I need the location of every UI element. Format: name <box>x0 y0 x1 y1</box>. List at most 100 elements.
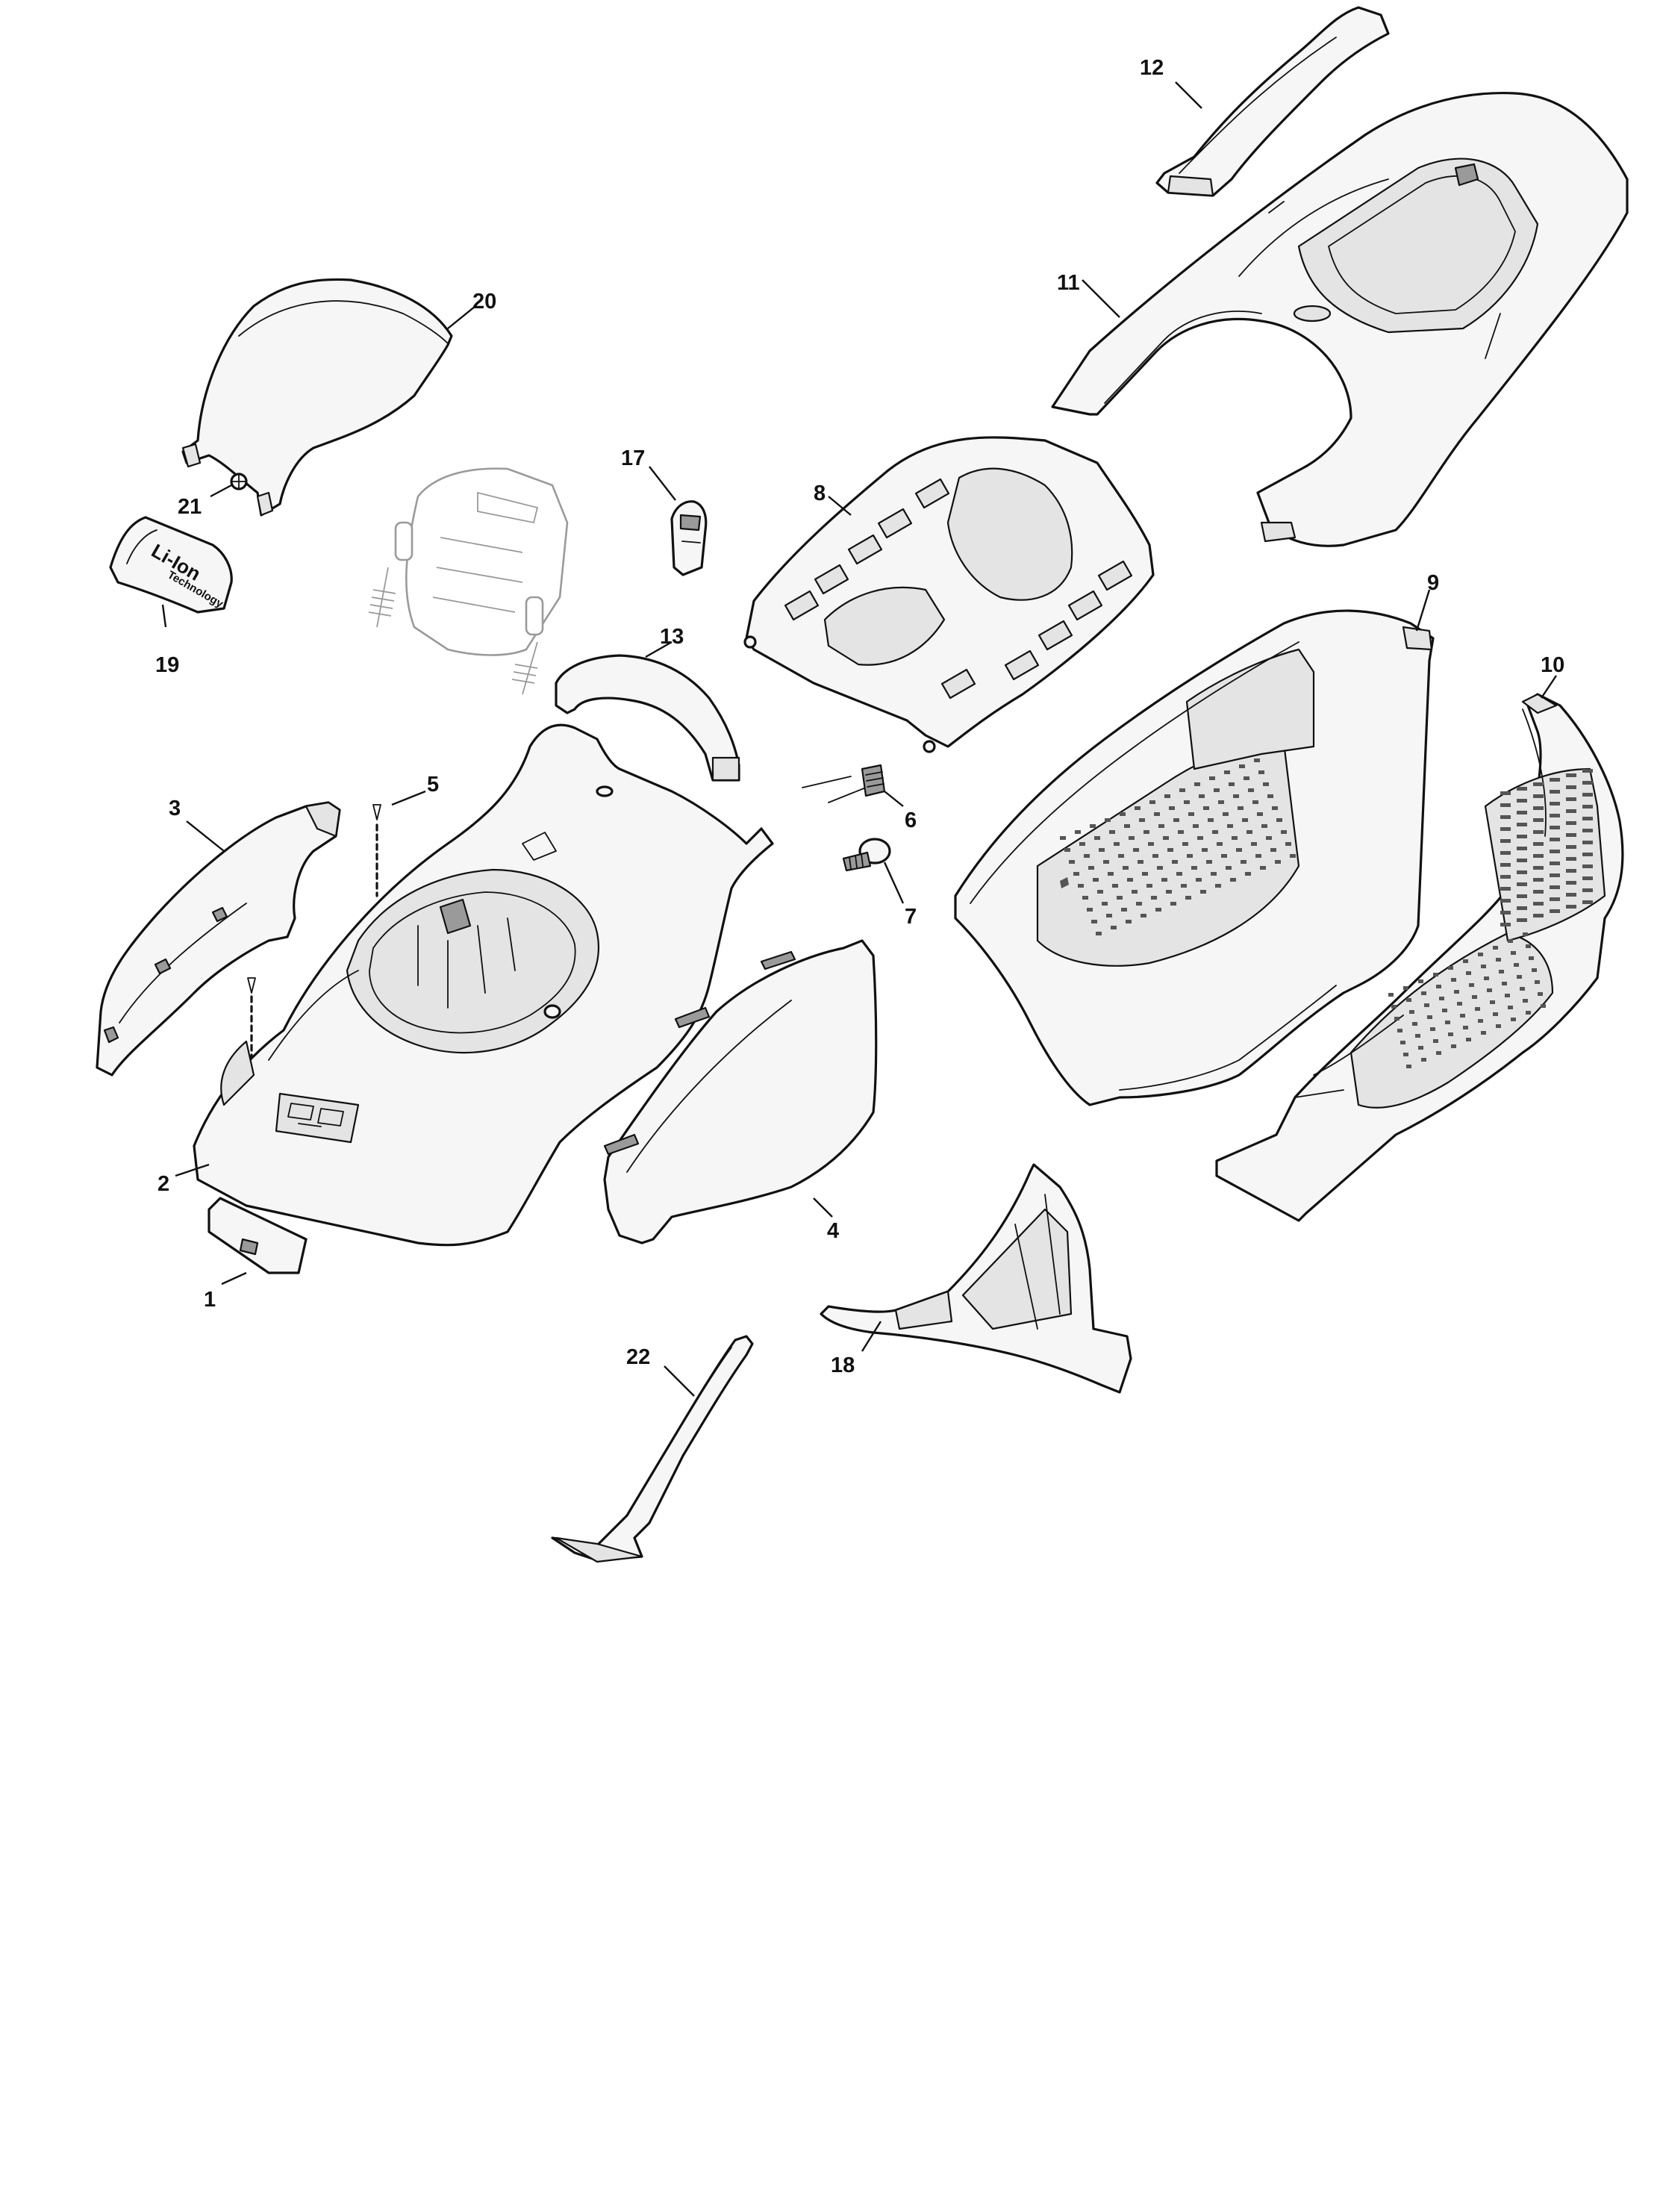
part-20-battery-cover[interactable] <box>181 278 453 517</box>
bag-vent <box>1500 923 1511 926</box>
bag-vent <box>1538 992 1543 996</box>
mesh-vent <box>1263 782 1269 786</box>
mesh-vent <box>1088 866 1094 870</box>
bag-vent <box>1499 970 1504 973</box>
part-17-catch[interactable] <box>670 500 708 576</box>
mesh-vent <box>1191 866 1197 870</box>
mesh-vent <box>1141 914 1146 917</box>
bag-vent <box>1582 853 1593 856</box>
mesh-vent <box>1166 890 1172 894</box>
part-6-spring[interactable] <box>802 764 886 803</box>
part-10-collector-bag[interactable] <box>1215 693 1624 1222</box>
mesh-vent <box>1127 878 1133 882</box>
part-22-plug-tool[interactable] <box>551 1335 754 1563</box>
mesh-vent <box>1106 914 1112 917</box>
mesh-vent <box>1248 788 1254 792</box>
part-1-small-cover[interactable] <box>208 1197 308 1274</box>
mesh-vent <box>1097 890 1103 894</box>
bag-vent <box>1478 1019 1483 1023</box>
mesh-vent <box>1257 812 1263 816</box>
part-3-left-side-panel[interactable] <box>96 801 341 1077</box>
part-2-main-deck[interactable] <box>193 723 774 1247</box>
callout-21: 21 <box>178 495 202 519</box>
part-18-mulching-plug[interactable] <box>820 1163 1132 1394</box>
bag-vent <box>1454 990 1459 994</box>
mesh-vent <box>1185 896 1191 900</box>
mesh-vent <box>1181 884 1187 888</box>
mesh-vent <box>1105 818 1111 822</box>
bag-vent <box>1529 956 1534 960</box>
mesh-vent <box>1224 770 1230 774</box>
part-7-knob[interactable] <box>842 838 891 872</box>
bag-vent <box>1550 850 1560 853</box>
mesh-vent <box>1246 830 1252 834</box>
mesh-vent <box>1112 884 1118 888</box>
mesh-vent <box>1255 854 1261 858</box>
bag-vent <box>1463 1026 1468 1029</box>
mesh-vent <box>1276 818 1282 822</box>
bag-vent <box>1451 1044 1456 1048</box>
battery-pack-ghost <box>368 467 569 695</box>
mesh-vent <box>1136 902 1142 906</box>
part-8-control-panel[interactable] <box>743 436 1155 753</box>
mesh-vent <box>1173 818 1179 822</box>
bag-vent <box>1533 806 1544 810</box>
part-9-collector-frame[interactable] <box>954 609 1435 1106</box>
mesh-vent <box>1179 788 1185 792</box>
bag-vent <box>1517 906 1527 910</box>
bag-vent <box>1566 821 1576 825</box>
bag-vent <box>1582 888 1593 892</box>
bag-vent <box>1541 1004 1546 1008</box>
mesh-pattern-bag <box>1388 769 1593 1068</box>
mesh-vent <box>1143 830 1149 834</box>
bag-vent <box>1511 951 1516 955</box>
mesh-vent <box>1267 794 1273 798</box>
bag-vent <box>1409 1010 1414 1014</box>
mesh-vent <box>1215 884 1221 888</box>
bag-vent <box>1566 845 1576 849</box>
mesh-vent <box>1208 818 1214 822</box>
part-12-handle-grip[interactable] <box>1155 6 1390 197</box>
bag-vent <box>1550 885 1560 889</box>
mesh-vent <box>1244 776 1249 780</box>
mesh-vent <box>1121 908 1127 912</box>
bag-vent <box>1448 1032 1453 1036</box>
mesh-vent <box>1176 872 1182 876</box>
bag-vent <box>1517 859 1527 862</box>
callout-10: 10 <box>1541 653 1564 677</box>
part-21-screw[interactable] <box>230 473 248 490</box>
bag-vent <box>1406 1065 1411 1068</box>
mesh-vent <box>1178 830 1184 834</box>
warning-decal-group-right <box>940 560 1133 700</box>
bag-vent <box>1582 864 1593 868</box>
bag-vent <box>1566 869 1576 873</box>
bag-vent <box>1526 1011 1531 1015</box>
part-11-rear-cover[interactable] <box>1051 92 1629 547</box>
bag-vent <box>1582 841 1593 844</box>
bag-vent <box>1460 1014 1465 1018</box>
callout-2: 2 <box>157 1172 169 1196</box>
mesh-vent <box>1170 902 1176 906</box>
bag-vent <box>1523 932 1528 936</box>
bag-vent <box>1533 866 1544 870</box>
bag-vent <box>1550 778 1560 782</box>
mesh-vent <box>1139 818 1145 822</box>
bag-vent <box>1487 988 1492 992</box>
bag-vent <box>1433 973 1438 976</box>
bag-vent <box>1533 830 1544 834</box>
bag-vent <box>1500 899 1511 903</box>
part-19-li-ion-badge[interactable]: Li-Ion Technology <box>109 516 233 614</box>
part-4-right-side-panel[interactable] <box>603 939 878 1244</box>
bag-vent <box>1403 1053 1408 1056</box>
mesh-vent <box>1157 866 1163 870</box>
mesh-vent <box>1229 782 1235 786</box>
mesh-vent <box>1193 824 1199 828</box>
part-13-carry-handle[interactable] <box>555 654 740 782</box>
mesh-vent <box>1203 806 1209 810</box>
callout-13: 13 <box>660 625 684 649</box>
bag-vent <box>1526 944 1531 948</box>
bag-vent <box>1517 799 1527 803</box>
mesh-vent <box>1238 806 1244 810</box>
mesh-vent <box>1060 836 1066 840</box>
